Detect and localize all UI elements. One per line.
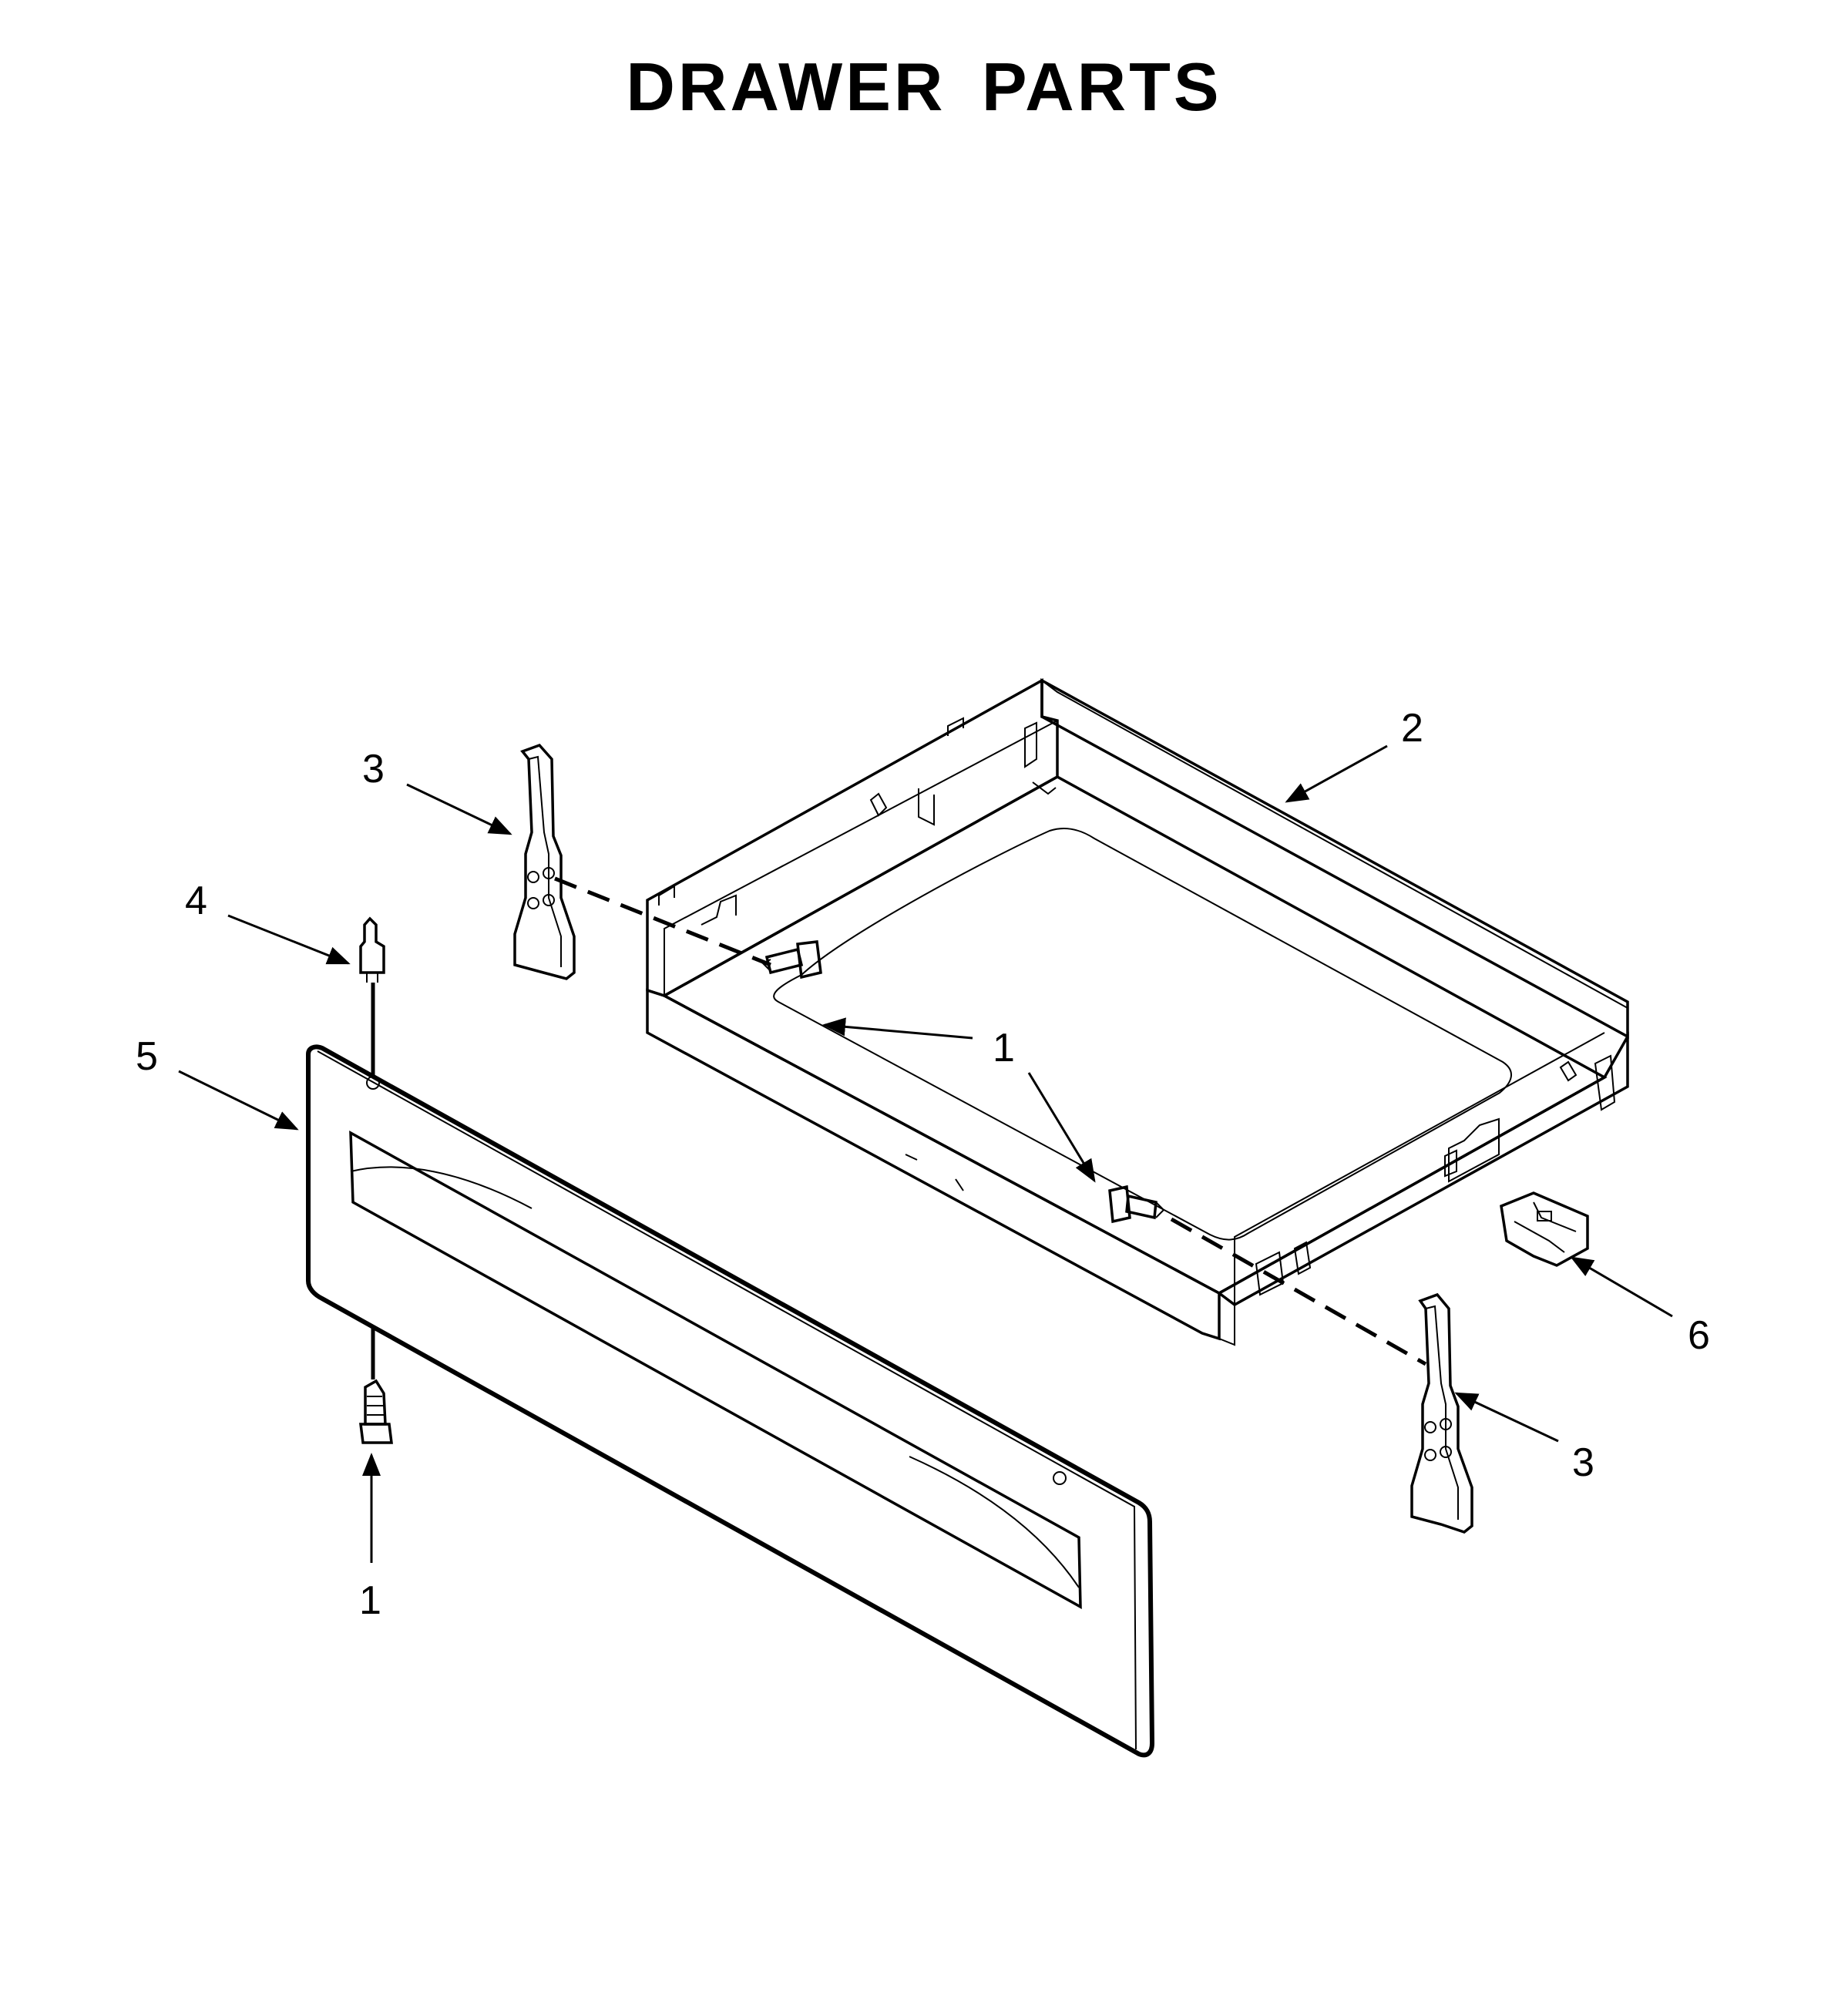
- callout-2: 2: [1401, 706, 1423, 751]
- leader-arrow-6: [1570, 1256, 1673, 1318]
- callout-6: 6: [1688, 1313, 1710, 1358]
- left-slide-rail: [513, 743, 576, 980]
- callout-3-left: 3: [362, 747, 385, 791]
- screw-center-body: [1108, 1184, 1165, 1224]
- callout-labels: 3 2 4 5 1 6 3 1: [136, 706, 1710, 1623]
- bracket-part-6: [1500, 1191, 1589, 1267]
- drawer-body: [646, 678, 1629, 1346]
- callout-5: 5: [136, 1034, 158, 1079]
- callout-1-left: 1: [993, 1026, 1015, 1070]
- drawer-front-panel: [306, 1044, 1155, 1758]
- leader-arrow-3-left: [406, 783, 512, 835]
- leader-arrow-4: [227, 914, 351, 965]
- right-slide-rail: [1410, 1292, 1473, 1534]
- clip-part-4: [359, 916, 385, 983]
- callout-3-right: 3: [1572, 1440, 1594, 1485]
- leader-arrow-2: [1285, 744, 1388, 803]
- callout-1-bottom: 1: [359, 1578, 381, 1623]
- leader-arrow-3-right: [1454, 1392, 1559, 1443]
- callout-4: 4: [185, 879, 207, 923]
- leader-arrow-5: [178, 1070, 299, 1131]
- leader-arrow-1-left: [822, 1017, 973, 1040]
- leader-arrow-1-center: [1027, 1072, 1096, 1183]
- alignment-lines: [371, 876, 1427, 1379]
- leader-arrows: [178, 744, 1673, 1563]
- diagram-title: DRAWER PARTS: [626, 49, 1222, 125]
- screw-left-body: [761, 940, 822, 980]
- screw-bottom-front: [359, 1379, 393, 1444]
